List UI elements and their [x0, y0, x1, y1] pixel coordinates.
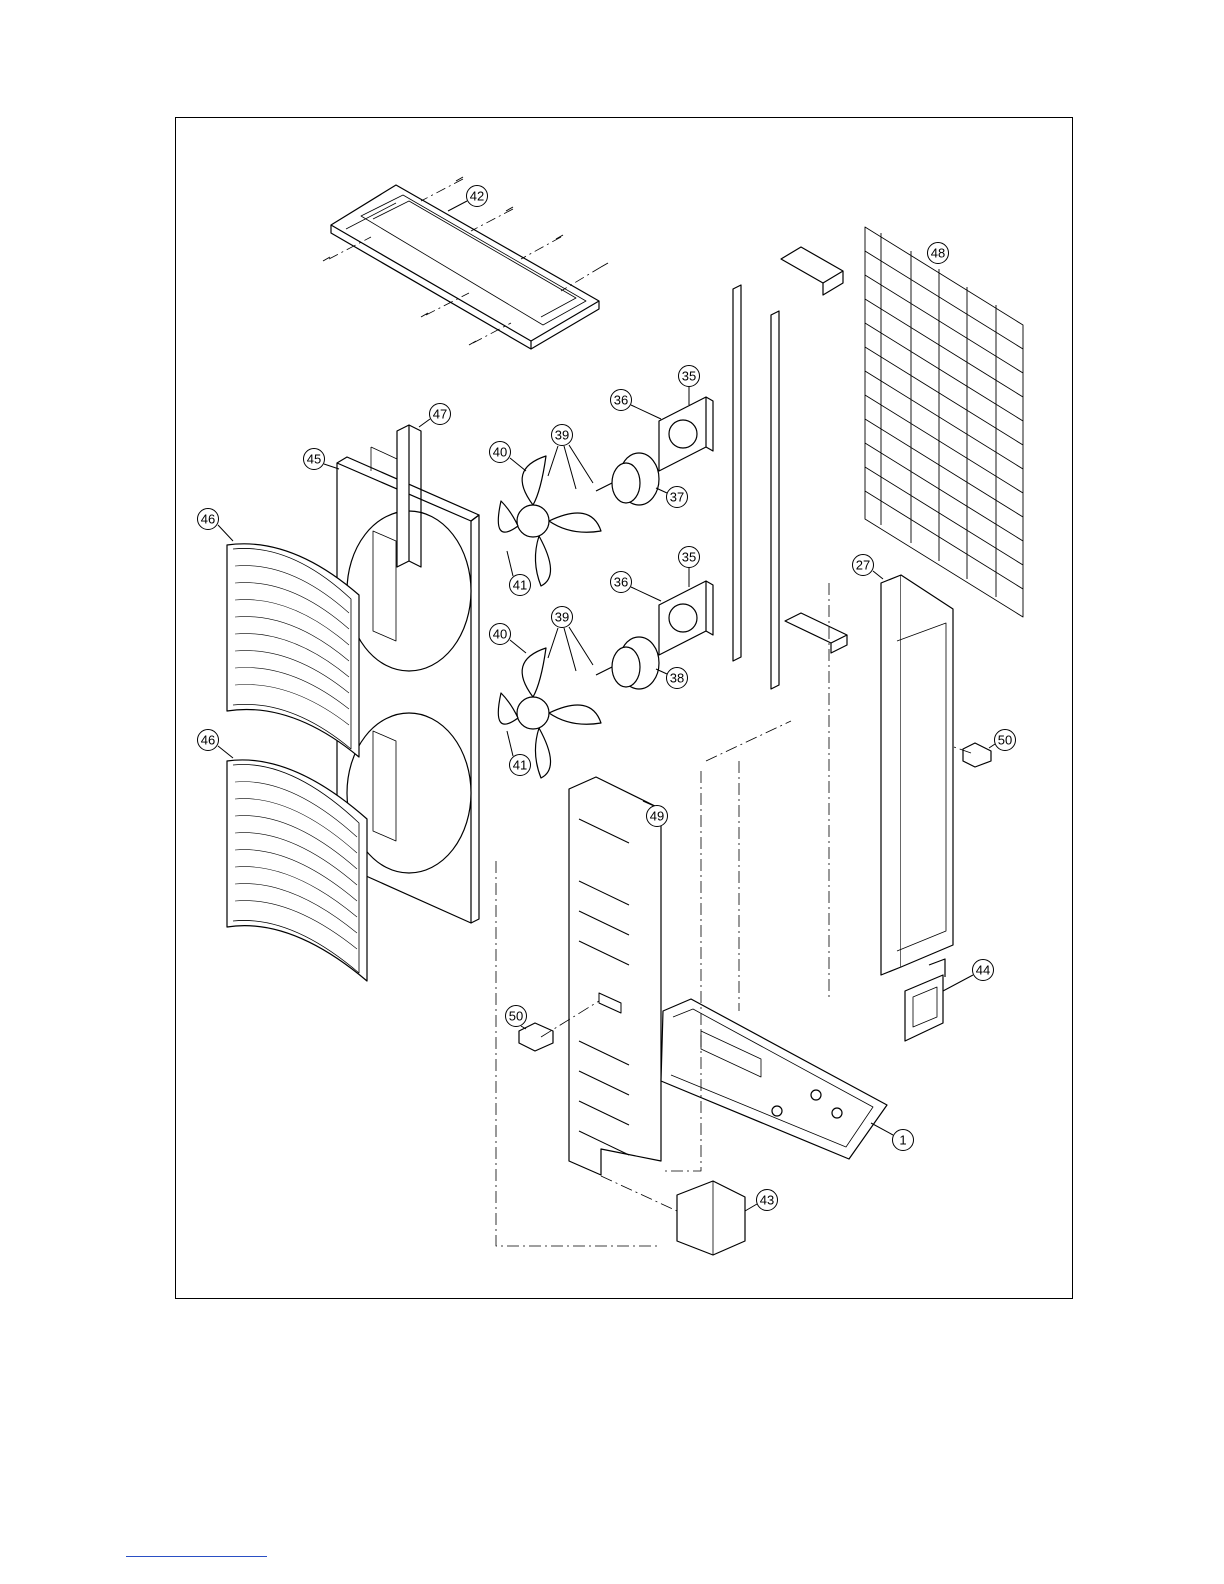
cap-plug-left [519, 1023, 553, 1051]
svg-text:36: 36 [614, 393, 628, 408]
small-bracket [785, 613, 847, 653]
svg-text:40: 40 [493, 445, 507, 460]
callout-37: 37 [656, 487, 688, 508]
service-cover [677, 1181, 745, 1255]
callout-46-upper: 46 [198, 509, 234, 542]
svg-text:35: 35 [682, 550, 696, 565]
svg-text:44: 44 [976, 963, 990, 978]
svg-text:39: 39 [555, 428, 569, 443]
top-panel [331, 185, 599, 349]
svg-text:41: 41 [513, 578, 527, 593]
callout-42: 42 [448, 186, 488, 212]
callout-27: 27 [853, 555, 884, 580]
svg-text:37: 37 [670, 490, 684, 505]
svg-text:1: 1 [899, 1133, 906, 1148]
svg-text:36: 36 [614, 575, 628, 590]
callout-45: 45 [304, 449, 340, 470]
callout-48: 48 [928, 243, 949, 264]
callout-49: 49 [647, 806, 668, 827]
motor-bracket-upper [659, 397, 713, 471]
svg-text:42: 42 [470, 189, 484, 204]
exploded-view-diagram: 42 48 35 36 47 45 40 39 37 46 41 35 36 2… [176, 118, 1074, 1300]
callout-40-lower: 40 [490, 624, 527, 654]
control-box-cover [905, 959, 945, 1041]
svg-text:46: 46 [201, 733, 215, 748]
fan-motor-lower [596, 637, 659, 689]
svg-text:27: 27 [856, 558, 870, 573]
callout-46-lower: 46 [198, 730, 234, 759]
callout-41-lower: 41 [507, 731, 531, 776]
side-panel [881, 575, 953, 975]
motor-bracket-lower [659, 581, 713, 655]
callout-39-upper: 39 [548, 425, 593, 490]
svg-text:41: 41 [513, 758, 527, 773]
svg-text:38: 38 [670, 671, 684, 686]
svg-text:50: 50 [998, 733, 1012, 748]
cap-plug-right [963, 743, 991, 767]
svg-text:35: 35 [682, 369, 696, 384]
svg-text:49: 49 [650, 809, 664, 824]
fan-motor-upper [596, 453, 659, 505]
svg-text:46: 46 [201, 512, 215, 527]
fan-blade-upper [498, 456, 601, 586]
svg-text:43: 43 [760, 1193, 774, 1208]
svg-text:39: 39 [555, 610, 569, 625]
callout-35-lower: 35 [679, 547, 700, 588]
base-pan [661, 999, 887, 1159]
svg-text:48: 48 [931, 246, 945, 261]
callout-39-lower: 39 [548, 607, 593, 672]
callout-44: 44 [943, 960, 994, 992]
footer-rule [126, 1556, 267, 1557]
callout-36-upper: 36 [611, 390, 662, 420]
svg-text:45: 45 [307, 452, 321, 467]
callout-38: 38 [656, 668, 688, 689]
callout-50-right: 50 [989, 730, 1016, 751]
svg-text:47: 47 [433, 407, 447, 422]
callout-40-upper: 40 [490, 442, 527, 472]
callout-50-left: 50 [506, 1006, 527, 1030]
svg-text:50: 50 [509, 1009, 523, 1024]
svg-text:40: 40 [493, 627, 507, 642]
callout-43: 43 [745, 1190, 778, 1212]
callout-47: 47 [419, 404, 451, 428]
callout-41-upper: 41 [507, 551, 531, 596]
callout-1: 1 [871, 1123, 914, 1151]
diagram-frame: 42 48 35 36 47 45 40 39 37 46 41 35 36 2… [175, 117, 1073, 1299]
rear-wire-guard [865, 227, 1023, 617]
callout-36-lower: 36 [611, 572, 662, 602]
front-side-panel [569, 777, 661, 1175]
callout-35-upper: 35 [679, 366, 700, 406]
